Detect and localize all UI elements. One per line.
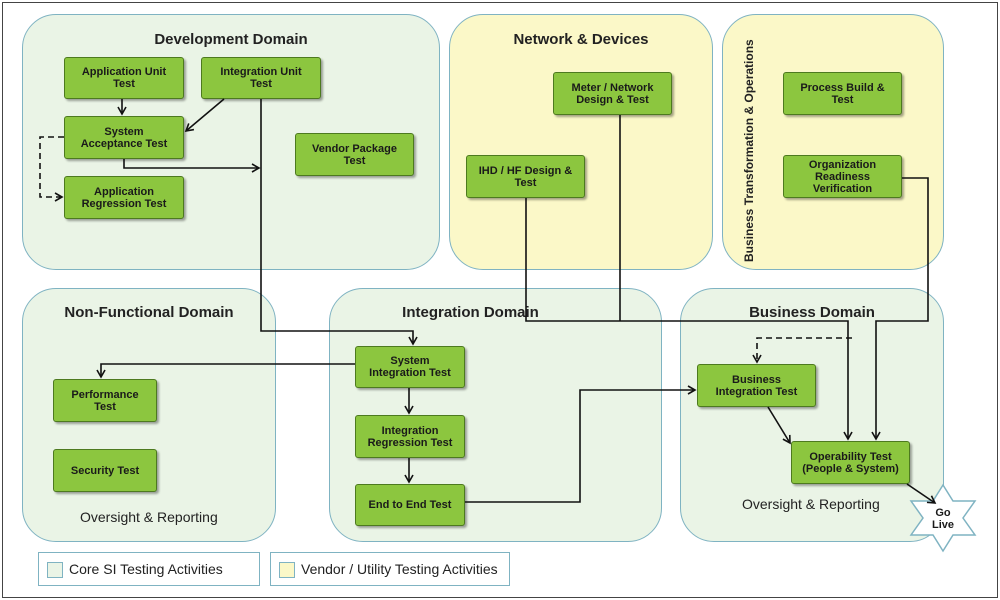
- ihd-hf-design-test-box: IHD / HF Design & Test: [466, 155, 585, 198]
- non-functional-title: Non-Functional Domain: [64, 304, 234, 321]
- operability-to-golive-arrow: [906, 483, 937, 504]
- integration-unit-test-box: Integration Unit Test: [201, 57, 321, 99]
- org-readiness-line: [871, 177, 929, 441]
- business-transformation-domain: [722, 14, 944, 270]
- business-domain-title: Business Domain: [749, 304, 875, 321]
- legend-core: Core SI Testing Activities: [38, 552, 260, 586]
- development-domain-title: Development Domain: [154, 31, 308, 48]
- end-to-end-test-box: End to End Test: [355, 484, 465, 526]
- app-regression-test-box: Application Regression Test: [64, 176, 184, 219]
- system-acceptance-test-box: System Acceptance Test: [64, 116, 184, 159]
- sit-to-performance-arrow: [96, 363, 355, 379]
- app-unit-test-box: Application Unit Test: [64, 57, 184, 99]
- ihd-to-business-line: [525, 198, 853, 441]
- nf-oversight-reporting: Oversight & Reporting: [80, 509, 218, 525]
- integration-domain-title: Integration Domain: [402, 304, 539, 321]
- integration-regression-test-box: Integration Regression Test: [355, 415, 465, 458]
- system-integration-test-box: System Integration Test: [355, 346, 465, 388]
- vendor-package-test-box: Vendor Package Test: [295, 133, 414, 176]
- int-unit-down-line: [260, 99, 418, 346]
- network-devices-title: Network & Devices: [513, 31, 649, 48]
- int-unit-to-sat-arrow: [184, 98, 225, 133]
- operability-test-box: Operability Test (People & System): [791, 441, 910, 484]
- org-readiness-verification-box: Organization Readiness Verification: [783, 155, 902, 198]
- meter-network-design-test-box: Meter / Network Design & Test: [553, 72, 672, 115]
- legend-core-swatch: [47, 562, 63, 578]
- legend-vendor-swatch: [279, 562, 295, 578]
- bit-to-operability-arrow: [767, 406, 791, 445]
- dashed-sat-to-regression-arrow: [39, 136, 64, 202]
- network-devices-domain: Network & Devices: [449, 14, 713, 270]
- legend-vendor-label: Vendor / Utility Testing Activities: [301, 561, 498, 577]
- security-test-box: Security Test: [53, 449, 157, 492]
- performance-test-box: Performance Test: [53, 379, 157, 422]
- sat-to-devline-arrow: [123, 159, 261, 173]
- dashed-business-arrow: [752, 337, 852, 364]
- business-integration-test-box: Business Integration Test: [697, 364, 816, 407]
- process-build-test-box: Process Build & Test: [783, 72, 902, 115]
- legend-vendor: Vendor / Utility Testing Activities: [270, 552, 510, 586]
- go-live-label: Go Live: [931, 507, 954, 531]
- e2e-to-business-arrow: [465, 385, 697, 503]
- business-domain: Business Domain: [680, 288, 944, 542]
- legend-core-label: Core SI Testing Activities: [69, 561, 223, 577]
- bd-oversight-reporting: Oversight & Reporting: [742, 496, 880, 512]
